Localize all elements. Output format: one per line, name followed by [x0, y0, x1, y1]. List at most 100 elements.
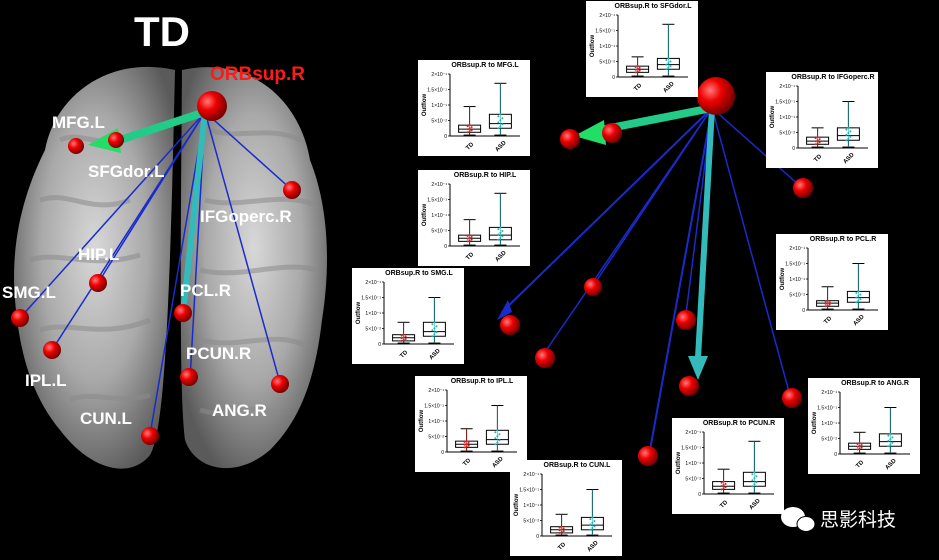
y-tick-label: 5×10⁻² [685, 477, 701, 483]
y-tick-label: 0 [802, 308, 805, 314]
data-point [665, 68, 668, 71]
plot-title: ORBsup.R to HIP.L [454, 172, 517, 179]
data-point [431, 329, 434, 332]
y-axis-label: Outflow [812, 412, 818, 435]
y-tick-label: 0 [441, 450, 444, 456]
data-point [431, 335, 434, 338]
plot-title: ORBsup.R to ANG.R [841, 380, 909, 387]
data-point [463, 446, 466, 449]
y-tick-label: 2×10⁻¹ [685, 430, 701, 436]
data-point [818, 141, 821, 144]
boxplot-6: ORBsup.R to IPL.L2×10⁻¹1.5×10⁻¹1×10⁻¹5×1… [415, 376, 527, 472]
data-point [466, 131, 469, 134]
data-point [860, 446, 863, 449]
data-point [665, 63, 668, 66]
y-tick-label: 0 [698, 492, 701, 498]
data-point [828, 301, 831, 304]
data-point [814, 143, 817, 146]
panel-title: TD [134, 8, 190, 55]
y-tick-label: 1×10⁻¹ [779, 115, 795, 121]
y-tick-label: 5×10⁻² [523, 519, 539, 525]
data-point [466, 240, 469, 243]
plot-background [672, 418, 784, 514]
data-point [887, 439, 890, 442]
data-point [470, 129, 473, 132]
data-point [470, 126, 473, 129]
data-point [849, 130, 852, 133]
node-hip [89, 274, 107, 292]
x-category-label: TD [719, 499, 729, 509]
label-orbsup: ORBsup.R [210, 64, 305, 85]
data-point [856, 443, 859, 446]
net-node-ifg [793, 178, 813, 198]
y-tick-label: 0 [444, 244, 447, 250]
y-tick-label: 1.5×10⁻¹ [424, 404, 444, 410]
y-tick-label: 5×10⁻² [431, 119, 447, 125]
y-axis-label: Outflow [590, 35, 596, 58]
node-mfg [68, 138, 84, 154]
data-point [404, 335, 407, 338]
x-category-label: TD [462, 457, 472, 467]
plot-title: ORBsup.R to SMG.L [385, 270, 453, 277]
boxplot-8: ORBsup.R to PCUN.R2×10⁻¹1.5×10⁻¹1×10⁻¹5×… [672, 418, 784, 514]
network-nodes [500, 77, 813, 466]
boxplot-4: ORBsup.R to PCL.R2×10⁻¹1.5×10⁻¹1×10⁻¹5×1… [776, 234, 888, 330]
plot-background [415, 376, 527, 472]
data-point [665, 58, 668, 61]
label-ang: ANG.R [212, 401, 267, 420]
data-point [470, 238, 473, 241]
brain-nodes [11, 91, 301, 445]
data-point [501, 117, 504, 120]
y-tick-label: 5×10⁻² [599, 60, 615, 66]
y-tick-label: 2×10⁻¹ [779, 84, 795, 90]
data-point [887, 434, 890, 437]
y-axis-label: Outflow [422, 204, 428, 227]
watermark-text: 思影科技 [820, 509, 896, 531]
data-point [431, 323, 434, 326]
data-point [859, 293, 862, 296]
data-point [501, 123, 504, 126]
y-axis-label: Outflow [422, 94, 428, 117]
data-point [498, 433, 501, 436]
label-sfg: SFGdor.L [88, 162, 165, 181]
data-point [589, 518, 592, 521]
data-point [497, 233, 500, 236]
data-point [824, 302, 827, 305]
label-ifg: IFGoperc.R [200, 207, 292, 226]
data-point [467, 441, 470, 444]
y-tick-label: 1.5×10⁻¹ [361, 296, 381, 302]
data-point [593, 519, 596, 522]
plot-title: ORBsup.R to PCL.R [810, 236, 877, 243]
y-axis-label: Outflow [356, 302, 362, 325]
y-tick-label: 1.5×10⁻¹ [775, 100, 795, 106]
net-node-ipl [535, 348, 555, 368]
y-axis-label: Outflow [780, 268, 786, 291]
data-point [497, 238, 500, 241]
data-point [751, 485, 754, 488]
y-tick-label: 1×10⁻¹ [431, 213, 447, 219]
x-category-label: TD [465, 251, 475, 261]
data-point [501, 229, 504, 232]
data-point [494, 437, 497, 440]
data-point [859, 298, 862, 301]
data-point [724, 486, 727, 489]
data-point [828, 303, 831, 306]
data-point [755, 475, 758, 478]
y-tick-label: 1×10⁻¹ [789, 277, 805, 283]
y-tick-label: 2×10⁻¹ [365, 280, 381, 286]
data-point [751, 473, 754, 476]
data-point [562, 530, 565, 533]
data-point [562, 527, 565, 530]
y-tick-label: 1.5×10⁻¹ [785, 262, 805, 268]
data-point [634, 66, 637, 69]
y-tick-label: 0 [612, 75, 615, 81]
y-tick-label: 5×10⁻² [779, 131, 795, 137]
data-point [818, 138, 821, 141]
plot-background [418, 60, 530, 156]
x-category-label: TD [855, 459, 865, 469]
data-point [497, 115, 500, 118]
y-tick-label: 1.5×10⁻¹ [681, 446, 701, 452]
data-point [558, 531, 561, 534]
y-tick-label: 2×10⁻¹ [428, 388, 444, 394]
net-node-mfg [560, 129, 580, 149]
